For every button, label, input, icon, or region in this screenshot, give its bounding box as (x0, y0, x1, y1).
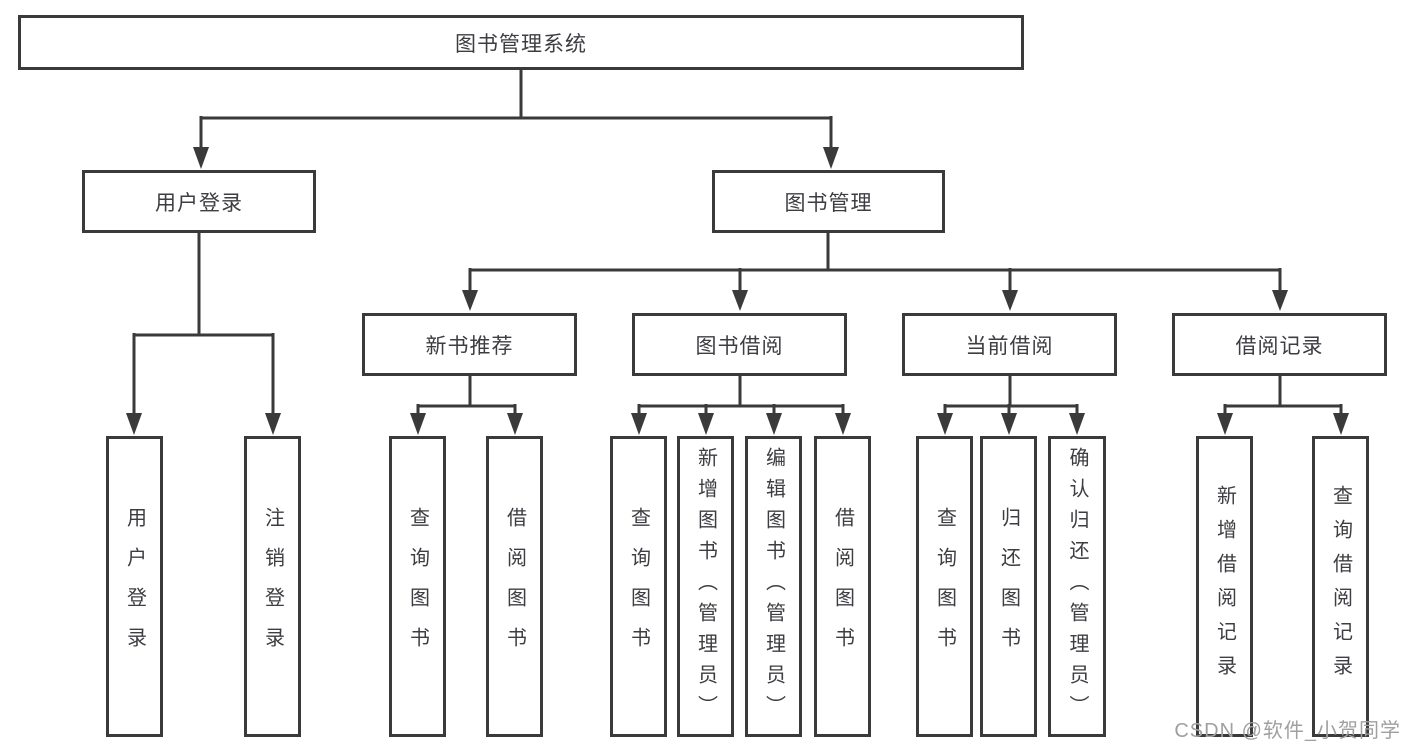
node-new-book-recommend-label: 新书推荐 (425, 334, 514, 358)
leaf-edit-books-admin-label: 编辑图书（管理员） (762, 447, 785, 726)
leaf-add-books-admin: 新增图书（管理员） (677, 436, 734, 737)
leaf-user-login-label: 用户登录 (123, 506, 146, 667)
node-book-borrowing: 图书借阅 (632, 313, 847, 376)
node-root-label: 图书管理系统 (455, 32, 587, 56)
leaf-logout: 注销登录 (244, 436, 301, 737)
csdn-watermark: CSDN @软件_小贺同学 (1174, 720, 1401, 742)
leaf-edit-books-admin: 编辑图书（管理员） (745, 436, 802, 737)
node-book-management: 图书管理 (712, 170, 945, 233)
leaf-query-books-recommend-label: 查询图书 (406, 506, 429, 667)
leaf-borrow-books-recommend: 借阅图书 (486, 436, 543, 737)
leaf-add-borrow-record: 新增借阅记录 (1196, 436, 1253, 737)
leaf-query-books-current-label: 查询图书 (933, 506, 956, 667)
leaf-confirm-return-admin: 确认归还（管理员） (1048, 436, 1106, 737)
node-borrowing-records-label: 借阅记录 (1235, 334, 1324, 358)
leaf-return-books-label: 归还图书 (997, 506, 1020, 667)
leaf-query-borrow-record-label: 查询借阅记录 (1329, 484, 1352, 689)
leaf-borrow-books-label: 借阅图书 (831, 506, 854, 667)
node-book-management-label: 图书管理 (784, 191, 873, 215)
node-current-borrowing-label: 当前借阅 (965, 334, 1054, 358)
node-borrowing-records: 借阅记录 (1172, 313, 1387, 376)
leaf-query-books-borrowing-label: 查询图书 (627, 506, 650, 667)
node-current-borrowing: 当前借阅 (902, 313, 1117, 376)
node-new-book-recommend: 新书推荐 (362, 313, 577, 376)
node-book-borrowing-label: 图书借阅 (695, 334, 784, 358)
leaf-user-login: 用户登录 (106, 436, 163, 737)
node-user-login-label: 用户登录 (155, 191, 243, 215)
leaf-borrow-books: 借阅图书 (814, 436, 871, 737)
leaf-add-books-admin-label: 新增图书（管理员） (694, 447, 717, 726)
leaf-query-books-current: 查询图书 (916, 436, 973, 737)
leaf-query-borrow-record: 查询借阅记录 (1312, 436, 1369, 737)
leaf-query-books-recommend: 查询图书 (389, 436, 446, 737)
leaf-add-borrow-record-label: 新增借阅记录 (1213, 484, 1236, 689)
leaf-query-books-borrowing: 查询图书 (610, 436, 667, 737)
leaf-confirm-return-admin-label: 确认归还（管理员） (1066, 447, 1088, 726)
node-root-library-system: 图书管理系统 (18, 15, 1024, 70)
leaf-return-books: 归还图书 (980, 436, 1037, 737)
leaf-logout-label: 注销登录 (261, 506, 284, 667)
leaf-borrow-books-recommend-label: 借阅图书 (503, 506, 526, 667)
node-user-login: 用户登录 (82, 170, 316, 233)
